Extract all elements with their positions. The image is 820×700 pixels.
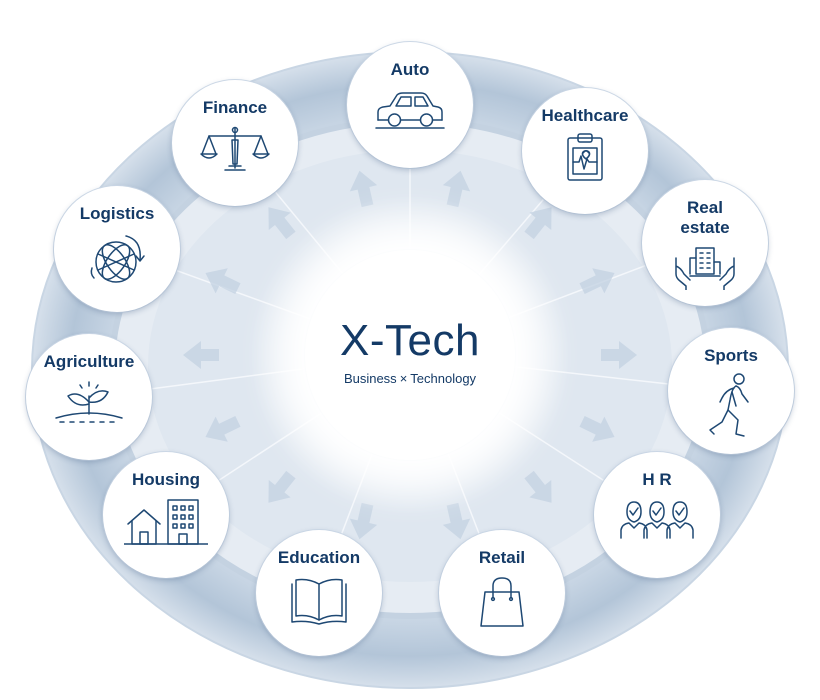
outward-arrow (349, 502, 378, 540)
hub-subtitle-technology: Technology (410, 371, 477, 386)
outward-arrow (524, 207, 552, 240)
outward-arrow (183, 341, 219, 369)
outward-arrow (205, 415, 241, 442)
arrows (183, 170, 637, 540)
times-icon: × (399, 371, 408, 386)
outward-arrow (601, 341, 637, 369)
x-tech-hub: X-Tech Business×Technology (305, 250, 515, 460)
sprout-icon (54, 378, 124, 424)
outward-arrow (442, 170, 471, 208)
open-book-icon (288, 574, 350, 626)
node-real-estate[interactable]: Real estate (642, 180, 768, 306)
node-label: Logistics (79, 204, 155, 223)
scales-icon (199, 124, 271, 174)
node-healthcare[interactable]: Healthcare (522, 88, 648, 214)
medical-chart-icon (562, 132, 608, 182)
node-finance[interactable]: Finance (172, 80, 298, 206)
outward-arrow (579, 415, 615, 442)
node-label: Healthcare (541, 106, 629, 125)
node-logistics[interactable]: Logistics (54, 186, 180, 312)
building-in-hands-icon (672, 244, 738, 290)
node-label: Sports (704, 346, 758, 365)
node-label: Auto (390, 60, 430, 79)
hub-title: X-Tech (340, 316, 480, 365)
shopping-bag-icon (477, 574, 527, 630)
house-building-icon (124, 496, 208, 548)
node-hr[interactable]: H R (594, 452, 720, 578)
node-label: Education (277, 548, 361, 567)
people-check-icon (619, 496, 695, 542)
node-agriculture[interactable]: Agriculture (26, 334, 152, 460)
node-label: Finance (202, 98, 268, 117)
node-sports[interactable]: Sports (668, 328, 794, 454)
outward-arrow (268, 207, 296, 240)
hub-subtitle: Business×Technology (305, 371, 515, 386)
outward-arrow (349, 170, 378, 208)
node-label: H R (642, 470, 672, 489)
node-housing[interactable]: Housing (103, 452, 229, 578)
node-retail[interactable]: Retail (439, 530, 565, 656)
node-label: Retail (478, 548, 526, 567)
node-education[interactable]: Education (256, 530, 382, 656)
node-auto[interactable]: Auto (347, 42, 473, 168)
outward-arrow (579, 268, 615, 295)
globe-icon (86, 230, 148, 288)
car-icon (374, 86, 446, 132)
outward-arrow (442, 502, 471, 540)
node-label: Housing (132, 470, 200, 489)
runner-icon (706, 372, 756, 448)
hub-subtitle-business: Business (343, 371, 397, 386)
outward-arrow (205, 268, 241, 295)
outward-arrow (524, 470, 552, 503)
outward-arrow (268, 470, 296, 503)
node-label: Real estate (680, 198, 730, 237)
node-label: Agriculture (43, 352, 135, 371)
